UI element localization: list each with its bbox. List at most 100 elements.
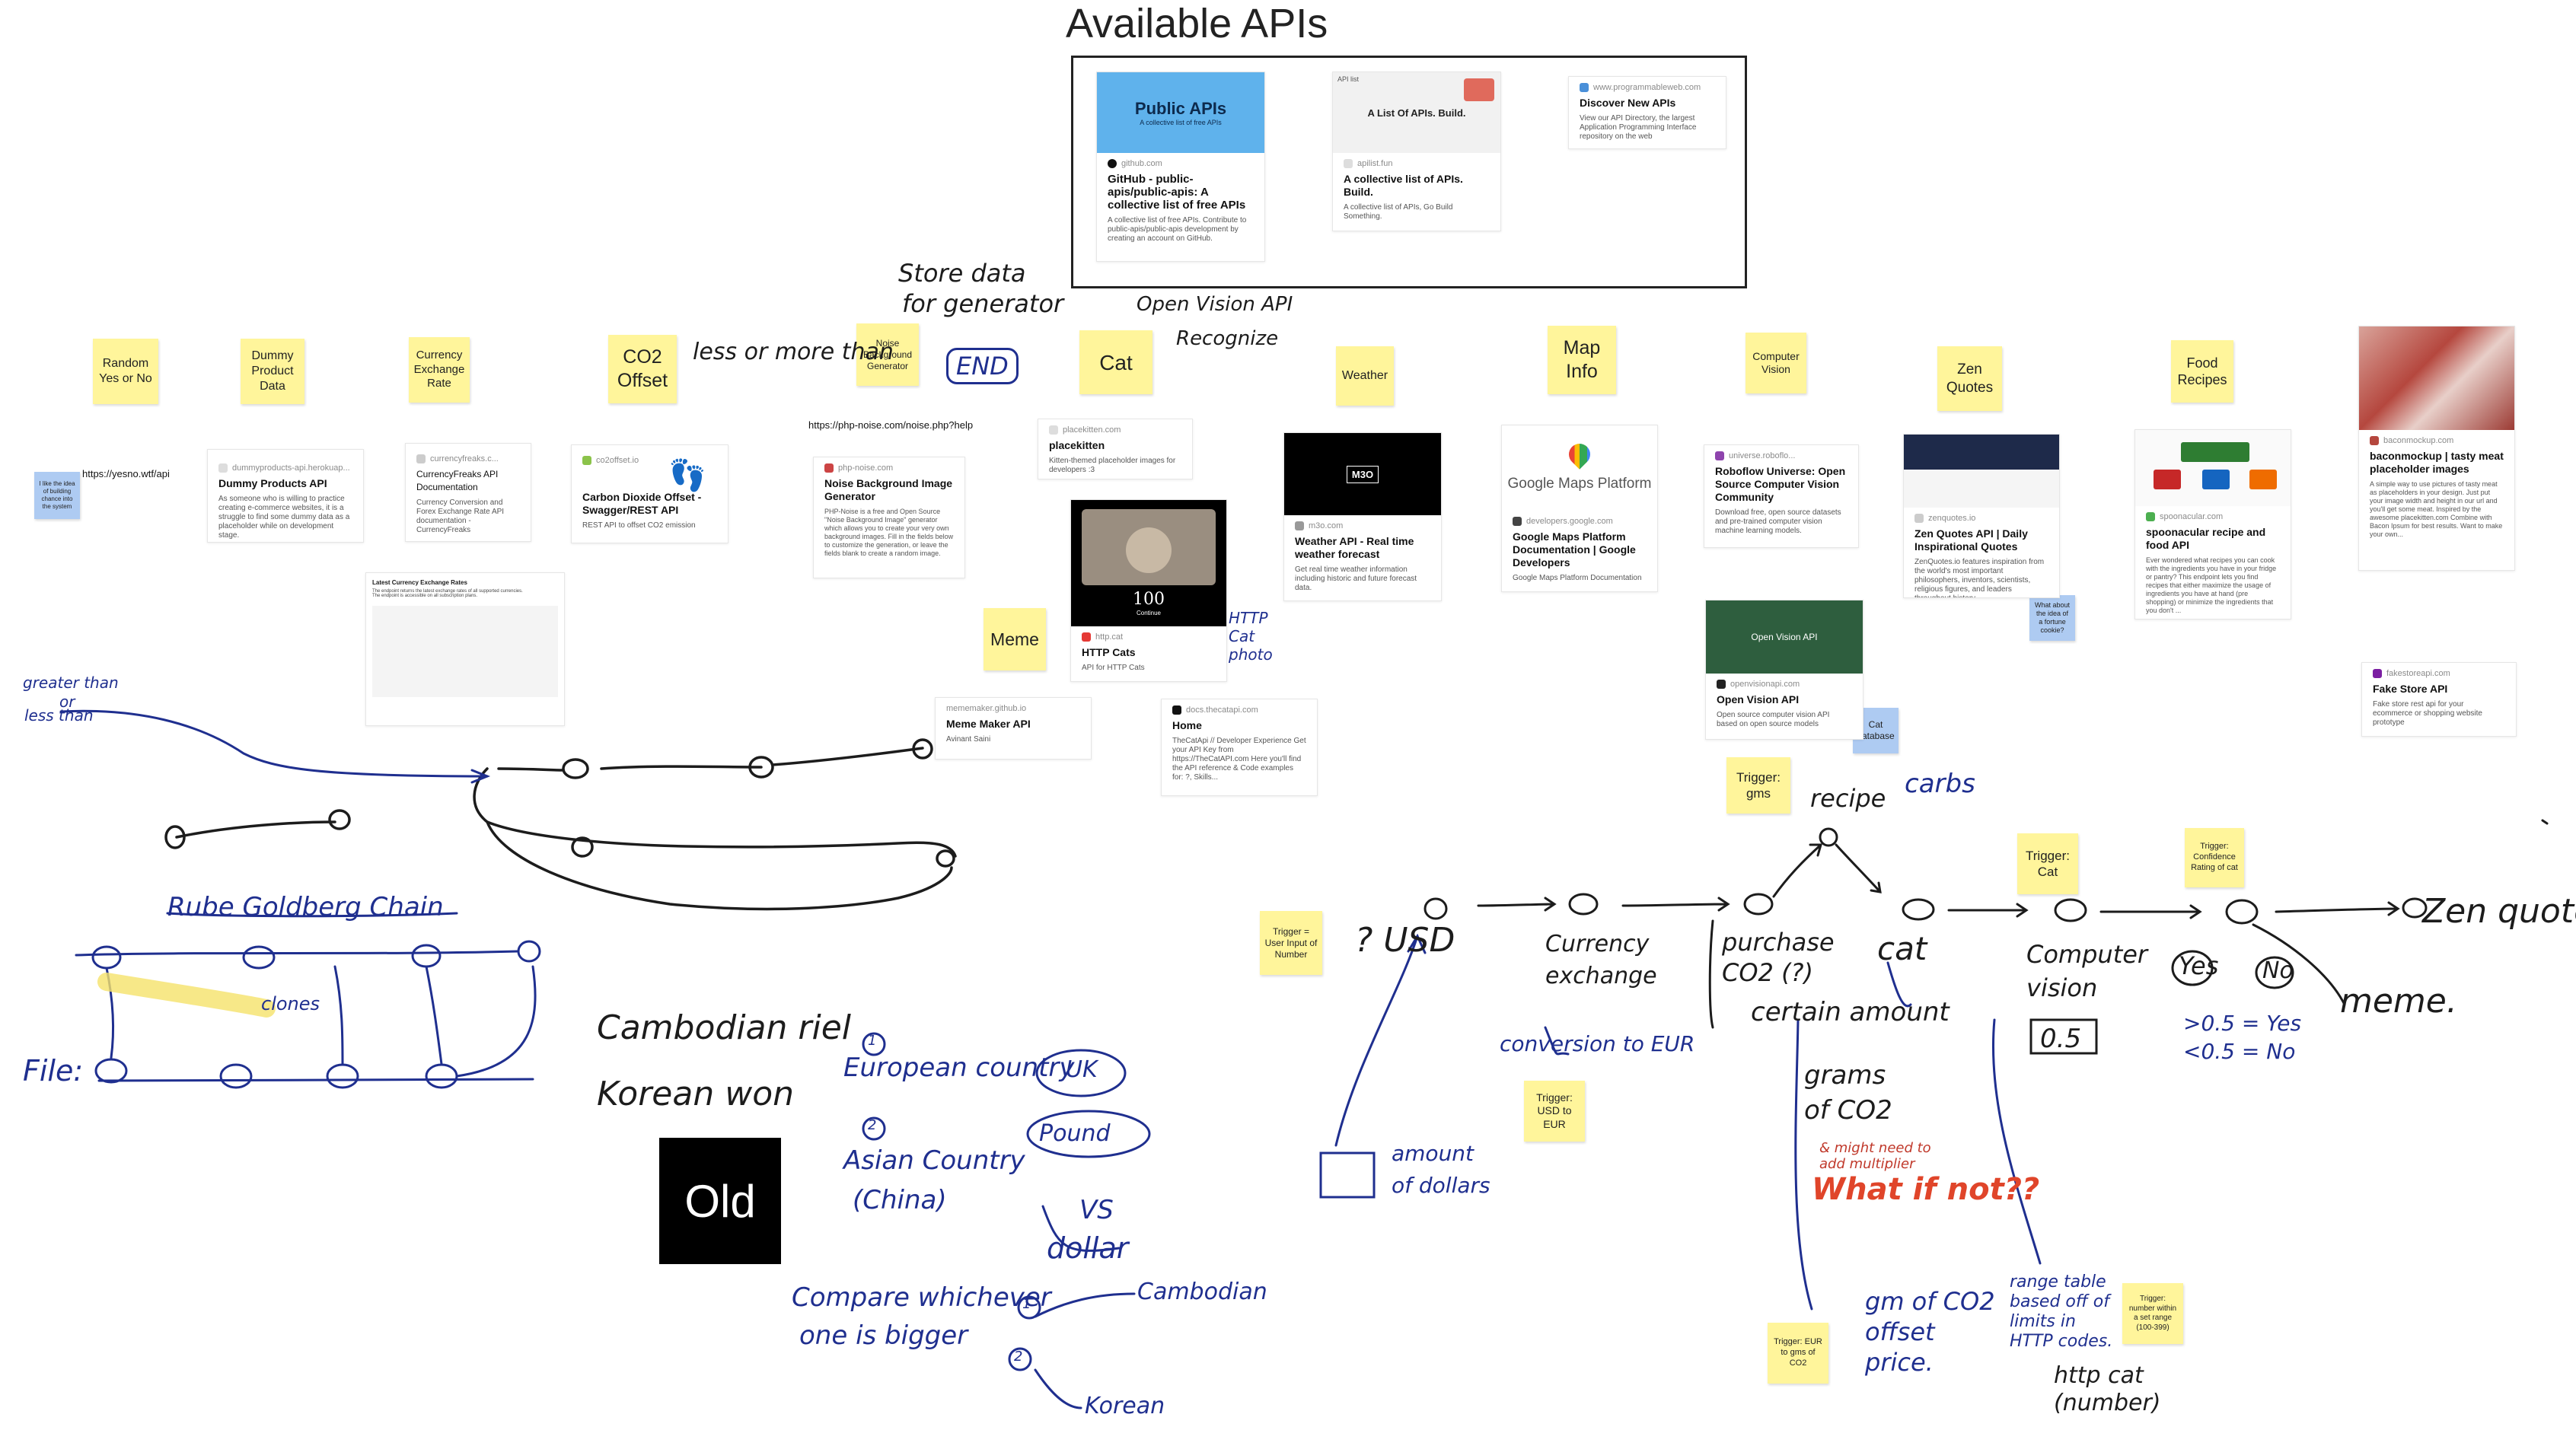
footprints-icon: 👣 — [668, 459, 706, 492]
site-icon — [582, 456, 591, 465]
site-icon — [2373, 669, 2382, 678]
note-range-table: range table based off of limits in HTTP … — [2010, 1272, 2113, 1351]
link-card-noise[interactable]: php-noise.com Noise Background Image Gen… — [813, 457, 965, 578]
sticky-random-yes-no[interactable]: Random Yes or No — [93, 339, 158, 404]
site-icon — [1344, 159, 1353, 168]
link-card-dummy-products[interactable]: dummyproducts-api.herokuap... Dummy Prod… — [207, 449, 364, 543]
chain-line — [771, 747, 924, 766]
currency-docs-snippet[interactable]: Latest Currency Exchange Rates The endpo… — [365, 572, 565, 726]
link-card-google-maps[interactable]: Google Maps Platform developers.google.c… — [1501, 425, 1658, 592]
sticky-chance-idea[interactable]: I like the idea of building chance into … — [34, 472, 80, 519]
flow-arrow — [2275, 901, 2400, 916]
note-what-if-not: What if not?? — [1812, 1172, 2040, 1207]
rube-branch — [425, 965, 443, 1065]
right-flow — [1423, 819, 2549, 1055]
rube-node — [91, 945, 122, 970]
top-chain-lines — [164, 738, 957, 911]
sticky-noise-generator[interactable]: Noise Background Generator — [856, 323, 919, 386]
site-icon — [1914, 514, 1924, 523]
link-card-co2offset[interactable]: 👣 co2offset.io Carbon Dioxide Offset - S… — [571, 444, 728, 543]
sticky-map-info[interactable]: Map Info — [1548, 326, 1616, 394]
note-num-2b: 2 — [868, 1117, 877, 1133]
chain-line — [600, 765, 763, 770]
sticky-trigger-gms[interactable]: Trigger: gms — [1726, 757, 1790, 814]
card-domain: spoonacular.com — [2160, 512, 2224, 521]
card-title: Roboflow Universe: Open Source Computer … — [1715, 465, 1846, 503]
chain-node — [571, 836, 594, 858]
note-gm-offset-price: gm of CO2 offset price. — [1865, 1287, 1995, 1377]
link-card-baconmockup[interactable]: baconmockup.com baconmockup | tasty meat… — [2358, 326, 2515, 571]
sticky-cat[interactable]: Cat — [1079, 330, 1153, 394]
chain-node — [748, 756, 774, 779]
arrowhead — [470, 769, 491, 784]
card-banner: Public APIs A collective list of free AP… — [1097, 72, 1264, 153]
rube-line — [97, 1078, 534, 1082]
diagram-block — [2181, 442, 2249, 462]
card-domain: placekitten.com — [1063, 425, 1121, 435]
note-num-1: 1 — [1022, 1296, 1031, 1312]
card-desc: As someone who is willing to practice cr… — [218, 495, 350, 540]
sticky-co2-offset[interactable]: CO2 Offset — [608, 335, 677, 403]
link-card-weather[interactable]: M3O m3o.com Weather API - Real time weat… — [1283, 432, 1442, 601]
oval-uk — [1041, 1205, 1121, 1252]
card-domain: developers.google.com — [1526, 517, 1613, 526]
num-circle — [1008, 1347, 1032, 1371]
link-card-httpcats[interactable]: 100 Continue http.cat HTTP Cats API for … — [1070, 499, 1227, 682]
card-desc: Ever wondered what recipes you can cook … — [2146, 556, 2277, 614]
link-card-programmableweb[interactable]: www.programmableweb.com Discover New API… — [1568, 76, 1726, 149]
link-card-placekitten[interactable]: placekitten.com placekitten Kitten-theme… — [1038, 419, 1193, 479]
sticky-computer-vision[interactable]: Computer Vision — [1745, 333, 1806, 393]
sticky-fortune-cookie[interactable]: What about the idea of a fortune cookie? — [2029, 595, 2075, 641]
openvision-banner: Open Vision API — [1706, 600, 1863, 674]
chain-line — [175, 820, 336, 839]
link-card-spoonacular[interactable]: spoonacular.com spoonacular recipe and f… — [2134, 429, 2291, 619]
flow-arrow — [1772, 843, 1822, 898]
card-domain: zenquotes.io — [1928, 514, 1976, 523]
sticky-trigger-cat[interactable]: Trigger: Cat — [2017, 833, 2078, 894]
card-title: spoonacular recipe and food API — [2146, 526, 2266, 551]
yesno-url[interactable]: https://yesno.wtf/api — [82, 468, 170, 479]
link-card-public-apis[interactable]: Public APIs A collective list of free AP… — [1096, 72, 1265, 262]
underline — [1544, 1026, 1570, 1056]
card-title: baconmockup | tasty meat placeholder ima… — [2370, 450, 2504, 475]
sticky-trigger-eur-gms[interactable]: Trigger: EUR to gms of CO2 — [1768, 1323, 1828, 1384]
link-card-zenquotes[interactable]: zenquotes.io Zen Quotes API | Daily Insp… — [1903, 434, 2060, 598]
sticky-trigger-usd-eur[interactable]: Trigger: USD to EUR — [1524, 1081, 1585, 1142]
noise-url[interactable]: https://php-noise.com/noise.php?help — [808, 419, 974, 431]
sticky-weather[interactable]: Weather — [1336, 346, 1394, 406]
sticky-zen-quotes[interactable]: Zen Quotes — [1937, 346, 2002, 411]
link-card-roboflow[interactable]: universe.roboflo... Roboflow Universe: O… — [1704, 444, 1859, 548]
link-card-thecatapi[interactable]: docs.thecatapi.com Home TheCatApi // Dev… — [1161, 699, 1318, 796]
site-icon — [1580, 83, 1589, 92]
sticky-food-recipes[interactable]: Food Recipes — [2171, 340, 2233, 403]
card-domain: fakestoreapi.com — [2386, 669, 2450, 678]
featured-frame[interactable] — [1071, 56, 1747, 288]
sticky-trigger-number[interactable]: Trigger: number within a set range (100-… — [2122, 1283, 2183, 1344]
sticky-meme[interactable]: Meme — [984, 608, 1046, 670]
sticky-dummy-product[interactable]: Dummy Product Data — [241, 339, 304, 404]
rube-branch — [333, 965, 344, 1065]
oval-pound — [1026, 1110, 1151, 1158]
card-desc: Get real time weather information includ… — [1295, 565, 1417, 592]
sticky-trigger-confidence[interactable]: Trigger: Confidence Rating of cat — [2185, 828, 2244, 887]
zen-banner — [1904, 435, 2059, 470]
sticky-trigger-user-input[interactable]: Trigger = User Input of Number — [1260, 911, 1322, 975]
card-domain: www.programmableweb.com — [1593, 83, 1701, 92]
sticky-currency-exchange[interactable]: Currency Exchange Rate — [409, 337, 470, 403]
flow-node — [2225, 899, 2259, 925]
banner-title: Public APIs — [1134, 99, 1227, 118]
banner-subtitle: A collective list of free APIs — [1140, 119, 1222, 126]
link-card-fakestore[interactable]: fakestoreapi.com Fake Store API Fake sto… — [2361, 662, 2517, 737]
num-circle — [862, 1116, 886, 1141]
card-title: HTTP Cats — [1082, 646, 1136, 658]
link-card-apilist[interactable]: API list A List Of APIs. Build. apilist.… — [1332, 72, 1501, 231]
card-title: Open Vision API — [1717, 693, 1800, 705]
link-card-currencyfreaks[interactable]: currencyfreaks.c... CurrencyFreaks API D… — [405, 443, 531, 542]
link-card-meme-maker[interactable]: mememaker.github.io Meme Maker API Avina… — [935, 697, 1092, 760]
card-banner: API list A List Of APIs. Build. — [1333, 72, 1500, 153]
note-file: File: — [23, 1054, 84, 1088]
old-label-box[interactable]: Old — [659, 1138, 781, 1264]
link-card-openvision[interactable]: Open Vision API openvisionapi.com Open V… — [1705, 600, 1863, 740]
diagram-block — [2249, 470, 2277, 489]
card-domain: github.com — [1121, 159, 1162, 168]
